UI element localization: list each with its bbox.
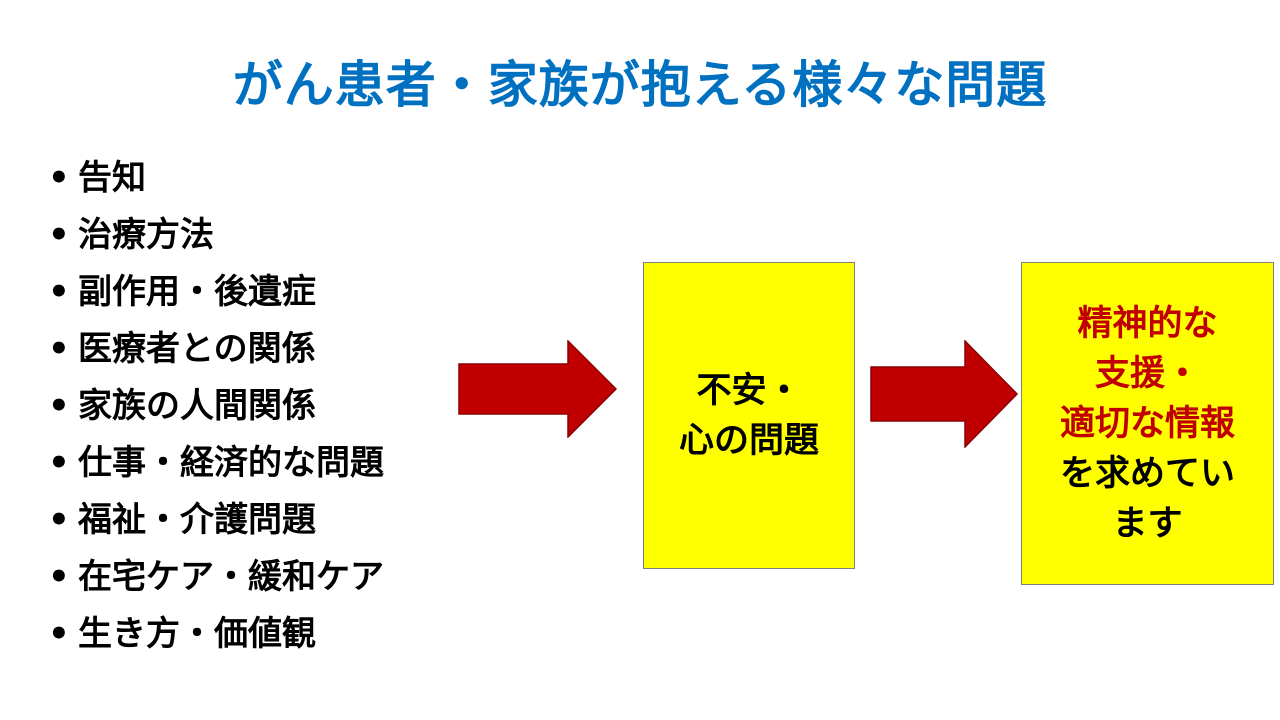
list-item: •生き方・価値観: [48, 606, 384, 663]
anxiety-box: 不安・ 心の問題: [643, 262, 855, 569]
list-item: •家族の人間関係: [48, 378, 384, 435]
list-item: •告知: [48, 150, 384, 207]
support-line: 適切な情報: [1059, 403, 1235, 444]
support-line: を求めてい: [1059, 453, 1235, 494]
support-line: 精神的な: [1077, 303, 1218, 344]
list-item: •治療方法: [48, 207, 384, 264]
arrow-right-icon: [870, 340, 1019, 448]
support-box: 精神的な 支援・ 適切な情報 を求めてい ます: [1021, 262, 1274, 585]
bullet-icon: •: [48, 614, 70, 654]
arrow-right-icon: [458, 340, 618, 438]
bullet-icon: •: [48, 272, 70, 312]
bullet-icon: •: [48, 158, 70, 198]
bullet-icon: •: [48, 329, 70, 369]
list-item: •仕事・経済的な問題: [48, 435, 384, 492]
anxiety-line: 不安・: [696, 370, 802, 411]
bullet-icon: •: [48, 443, 70, 483]
slide-title: がん患者・家族が抱える様々な問題: [232, 56, 1048, 114]
support-line: ます: [1112, 503, 1183, 544]
list-item: •在宅ケア・緩和ケア: [48, 549, 384, 606]
list-item: •医療者との関係: [48, 321, 384, 378]
problem-list: •告知 •治療方法 •副作用・後遺症 •医療者との関係 •家族の人間関係 •仕事…: [48, 150, 384, 663]
support-line: 支援・: [1094, 353, 1200, 394]
bullet-icon: •: [48, 500, 70, 540]
list-item: •副作用・後遺症: [48, 264, 384, 321]
list-item: •福祉・介護問題: [48, 492, 384, 549]
anxiety-line: 心の問題: [678, 420, 819, 461]
bullet-icon: •: [48, 215, 70, 255]
bullet-icon: •: [48, 557, 70, 597]
bullet-icon: •: [48, 386, 70, 426]
